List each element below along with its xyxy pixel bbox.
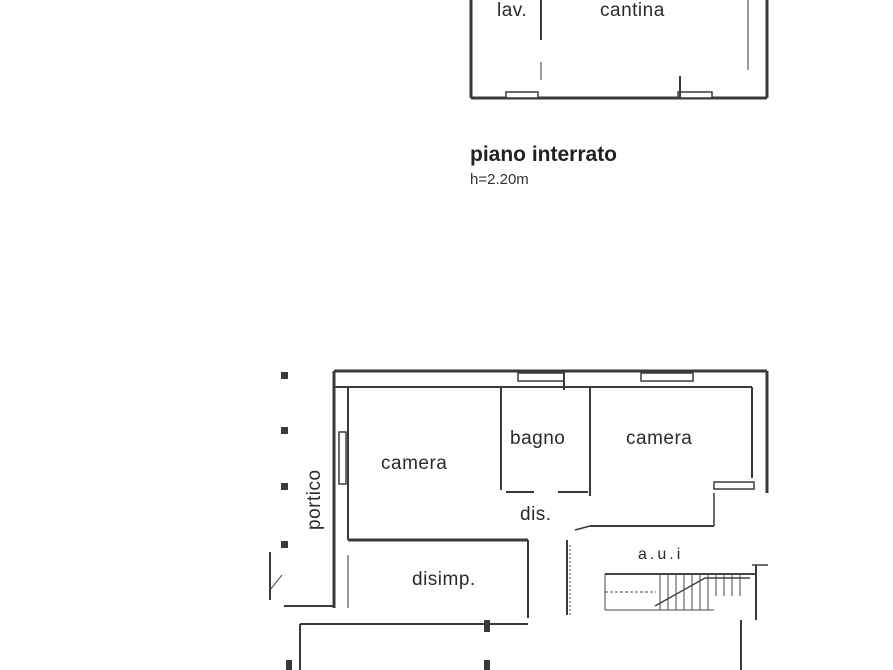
room-label-cantina: cantina — [600, 0, 665, 21]
floor-height-basement: h=2.20m — [470, 171, 529, 188]
floor-title-basement: piano interrato — [470, 143, 618, 166]
room-label-portico: portico — [304, 469, 325, 530]
basement-plan — [469, 0, 769, 100]
ground-floor-plan — [269, 369, 769, 670]
room-label-aui: a.u.i — [638, 546, 684, 563]
room-label-disimp: disimp. — [412, 569, 476, 590]
staircase — [569, 545, 756, 615]
room-label-dis: dis. — [520, 504, 552, 525]
room-label-lav: lav. — [497, 0, 528, 21]
room-label-camera-left: camera — [381, 453, 448, 474]
room-label-bagno: bagno — [510, 428, 566, 449]
room-label-camera-right: camera — [626, 428, 693, 449]
